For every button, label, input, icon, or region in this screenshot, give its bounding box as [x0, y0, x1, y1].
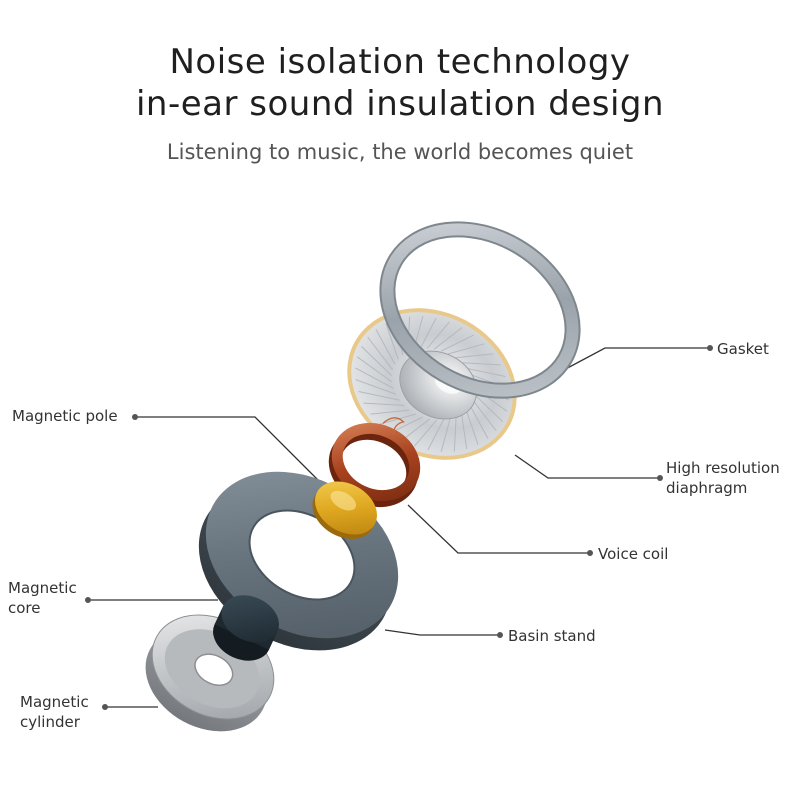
- diaphragm-rib: [379, 413, 417, 425]
- leader-gasket: [559, 347, 708, 373]
- diaphragm-rib: [454, 353, 494, 359]
- label-magnetic-cylinder-line1: Magnetic: [20, 693, 89, 711]
- label-gasket-text: Gasket: [717, 340, 769, 358]
- diaphragm-rib: [385, 323, 399, 360]
- diaphragm-rib: [355, 367, 394, 389]
- dot-magnetic-pole: [132, 414, 138, 420]
- diaphragm-rib: [367, 336, 394, 371]
- diaphragm-rib: [459, 362, 501, 366]
- label-magnetic-pole: Magnetic pole: [12, 406, 118, 426]
- diaphragm-rib: [470, 397, 497, 432]
- high-resolution-diaphragm: [347, 308, 517, 460]
- diaphragm-rib: [440, 418, 451, 452]
- label-gasket: Gasket: [717, 339, 769, 359]
- label-diaphragm-line2: diaphragm: [666, 479, 748, 497]
- dot-diaphragm: [657, 475, 663, 481]
- label-basin-stand-text: Basin stand: [508, 627, 596, 645]
- diaphragm-rib: [468, 403, 489, 439]
- label-magnetic-pole-text: Magnetic pole: [12, 407, 118, 425]
- diaphragm-rib: [370, 409, 410, 415]
- label-magnetic-core: Magnetic core: [8, 578, 77, 618]
- label-voice-coil: Voice coil: [598, 544, 668, 564]
- dot-basin-stand: [497, 632, 503, 638]
- label-diaphragm-line1: High resolution: [666, 459, 780, 477]
- diaphragm-rib: [401, 418, 431, 441]
- diaphragm-rib: [414, 419, 438, 447]
- gasket: [379, 221, 581, 399]
- dot-gasket: [707, 345, 713, 351]
- label-high-resolution-diaphragm: High resolution diaphragm: [666, 458, 780, 498]
- diaphragm-rib: [361, 345, 393, 377]
- leader-dots: [85, 345, 713, 710]
- leader-voice-coil: [407, 504, 590, 554]
- diaphragm-rib: [471, 391, 503, 423]
- leader-magnetic-pole: [135, 416, 319, 481]
- label-magnetic-cylinder: Magnetic cylinder: [20, 692, 89, 732]
- diaphragm-rib: [363, 402, 405, 406]
- diaphragm-rib: [375, 329, 396, 365]
- label-voice-coil-text: Voice coil: [598, 545, 669, 563]
- diaphragm-rib: [419, 317, 437, 349]
- leader-basin-stand: [384, 629, 500, 636]
- diaphragm-rib: [460, 412, 468, 450]
- dot-magnetic-core: [85, 597, 91, 603]
- diaphragm-rib: [358, 391, 400, 401]
- diaphragm-rib: [355, 379, 397, 395]
- diaphragm-rib: [433, 327, 463, 350]
- diaphragm-rib: [441, 334, 475, 352]
- label-magnetic-cylinder-line2: cylinder: [20, 713, 80, 731]
- diaphragm-rib: [447, 343, 485, 355]
- leader-lines: [90, 347, 708, 708]
- diaphragm-rib: [426, 321, 450, 349]
- magnetic-pole: [312, 481, 377, 539]
- label-magnetic-core-line1: Magnetic: [8, 579, 77, 597]
- diaphragm-rib: [356, 356, 393, 383]
- title-line-1: Noise isolation technology: [169, 42, 631, 82]
- subtitle: Listening to music, the world becomes qu…: [166, 140, 634, 164]
- diaphragm-rib: [427, 419, 445, 451]
- title-line-2: in-ear sound insulation design: [135, 84, 665, 124]
- leader-diaphragm: [514, 454, 660, 479]
- diaphragm-rib: [465, 408, 479, 445]
- diaphragm-rib: [453, 416, 457, 452]
- diaphragm-rib: [464, 367, 506, 377]
- label-magnetic-core-line2: core: [8, 599, 41, 617]
- dot-magnetic-cylinder: [102, 704, 108, 710]
- label-basin-stand: Basin stand: [508, 626, 596, 646]
- magnetic-core: [213, 595, 279, 661]
- dot-voice-coil: [587, 550, 593, 556]
